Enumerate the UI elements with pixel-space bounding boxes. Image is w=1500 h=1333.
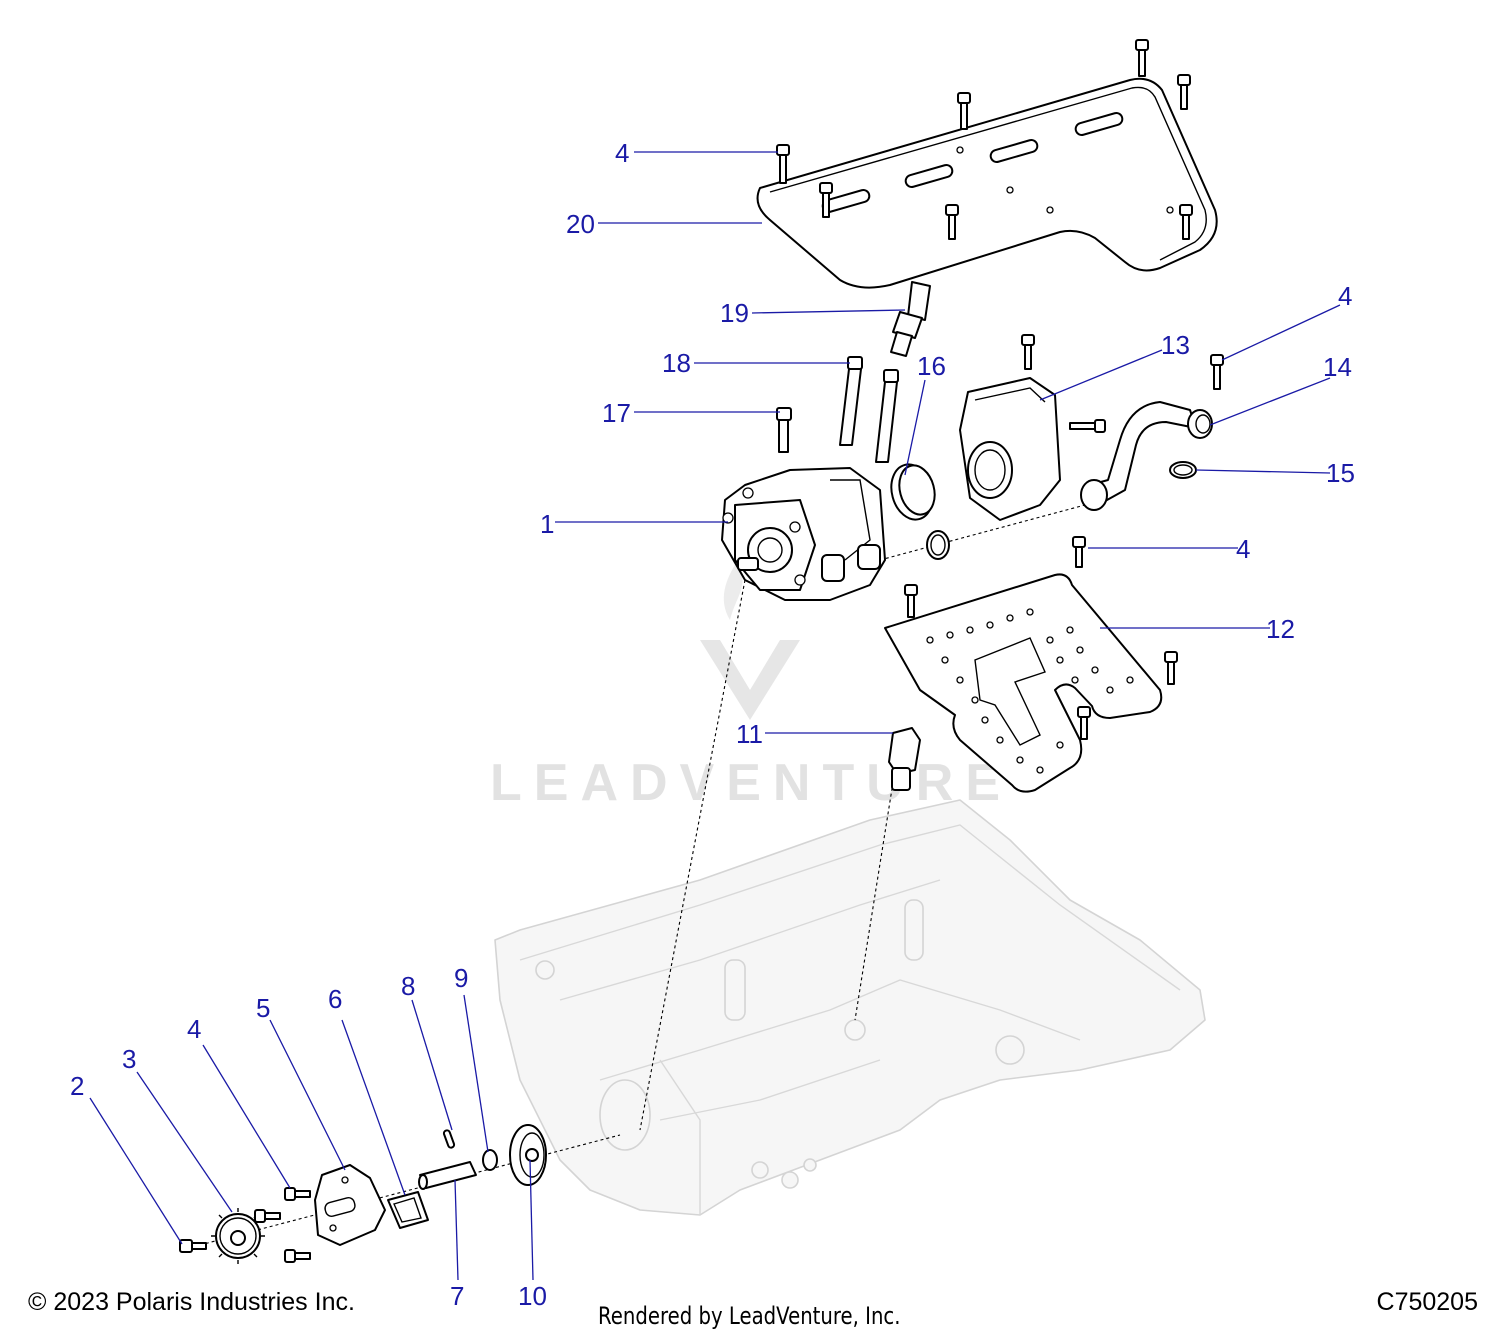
- bolt-icon: [819, 182, 833, 218]
- rendered-by-credit: Rendered by LeadVenture, Inc.: [598, 1302, 901, 1330]
- callout-11[interactable]: 11: [736, 719, 763, 749]
- callout-14[interactable]: 14: [1323, 352, 1352, 382]
- callout-2[interactable]: 2: [70, 1071, 84, 1101]
- watermark-logo-icon: [700, 640, 800, 720]
- part-18-long-bolts[interactable]: [839, 356, 899, 463]
- screw-icon: [284, 1187, 311, 1201]
- plate-bolts[interactable]: [776, 39, 1193, 240]
- bolt-icon: [1069, 419, 1106, 433]
- bolt-icon: [1179, 204, 1193, 240]
- bolt-icon: [1072, 536, 1086, 568]
- part-14-pipe[interactable]: [1080, 401, 1213, 511]
- callout-13[interactable]: 13: [1161, 330, 1190, 360]
- bolt-icon: [1135, 39, 1149, 77]
- part-12-baffle-plate[interactable]: [884, 354, 1224, 793]
- callout-3[interactable]: 3: [122, 1044, 136, 1074]
- callout-1[interactable]: 1: [540, 509, 554, 539]
- screw-icon: [254, 1209, 281, 1223]
- screw-icon: [284, 1249, 311, 1263]
- callout-4-right[interactable]: 4: [1338, 281, 1352, 311]
- leader-lines: [89, 151, 1341, 1281]
- pump-o-ring: [926, 530, 950, 560]
- callout-9[interactable]: 9: [454, 963, 468, 993]
- oil-pan-housing: [494, 799, 1206, 1216]
- bolt-icon: [1210, 354, 1224, 390]
- part-6-gasket[interactable]: [387, 1191, 429, 1229]
- callout-15[interactable]: 15: [1326, 458, 1355, 488]
- callout-7[interactable]: 7: [450, 1281, 464, 1311]
- part-9-snap-ring[interactable]: [482, 1149, 498, 1171]
- watermark-text: LEADVENTURE: [490, 754, 1012, 812]
- part-11-fitting[interactable]: [888, 727, 921, 791]
- bolt-icon: [945, 204, 959, 240]
- callout-12[interactable]: 12: [1266, 614, 1295, 644]
- part-19-fitting[interactable]: [890, 281, 931, 357]
- part-7-shaft[interactable]: [418, 1161, 477, 1190]
- part-1-oil-pump[interactable]: [721, 467, 886, 601]
- bolt-icon: [1164, 651, 1178, 685]
- callout-10[interactable]: 10: [518, 1281, 547, 1311]
- callout-4-front[interactable]: 4: [187, 1014, 201, 1044]
- part-5-pump-cover[interactable]: [314, 1164, 386, 1246]
- figure-code: C750205: [1376, 1288, 1478, 1316]
- bolt-icon: [957, 92, 971, 130]
- callout-4-baffle[interactable]: 4: [1236, 534, 1250, 564]
- alignment-lines: [199, 504, 1086, 1246]
- callout-19[interactable]: 19: [720, 298, 749, 328]
- bolt-icon: [776, 144, 790, 184]
- callout-8[interactable]: 8: [401, 971, 415, 1001]
- part-10-rotor[interactable]: [509, 1124, 547, 1186]
- callout-20[interactable]: 20: [566, 209, 595, 239]
- bolt-icon: [1077, 706, 1091, 740]
- long-bolt-icon: [875, 369, 899, 463]
- callout-17[interactable]: 17: [602, 398, 631, 428]
- bolt-icon: [1021, 334, 1035, 370]
- callout-5[interactable]: 5: [256, 993, 270, 1023]
- part-2-bolt[interactable]: [179, 1239, 207, 1253]
- bolt-icon: [1177, 74, 1191, 110]
- bolt-icon: [904, 584, 918, 618]
- part-3-sprocket[interactable]: [211, 1208, 265, 1264]
- copyright-notice: © 2023 Polaris Industries Inc.: [28, 1288, 355, 1316]
- callout-4-top[interactable]: 4: [615, 138, 629, 168]
- watermark-flame-icon: [723, 560, 743, 620]
- part-13-filter-housing[interactable]: [959, 334, 1106, 521]
- callout-16[interactable]: 16: [917, 351, 946, 381]
- part-15-o-ring[interactable]: [1169, 461, 1197, 479]
- part-20-gasket-plate[interactable]: [756, 77, 1218, 289]
- callout-18[interactable]: 18: [662, 348, 691, 378]
- long-bolt-icon: [839, 356, 863, 446]
- part-8-pin[interactable]: [442, 1129, 456, 1149]
- callout-labels: 1 2 3 4 4 4 4 5 6 7 8 9 10 11 12 13 14 1…: [70, 138, 1355, 1311]
- callout-6[interactable]: 6: [328, 984, 342, 1014]
- part-17-short-bolt[interactable]: [776, 407, 792, 453]
- part-4-screws[interactable]: [254, 1187, 311, 1263]
- part-16-seal[interactable]: [885, 460, 939, 524]
- baffle-holes: [926, 608, 1134, 774]
